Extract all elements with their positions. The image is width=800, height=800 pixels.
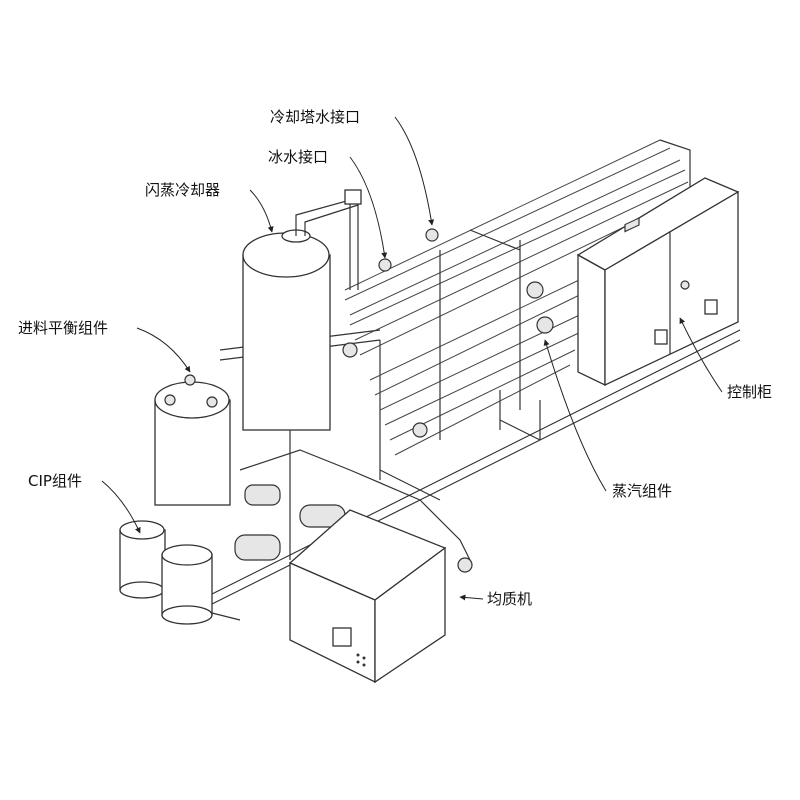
leader-lines xyxy=(101,116,723,601)
label-steam-assembly: 蒸汽组件 xyxy=(612,482,672,500)
chilled-water-valve xyxy=(378,258,392,272)
control-cabinet xyxy=(576,177,740,387)
label-chilled-water-port: 冰水接口 xyxy=(268,148,328,166)
label-cip-assembly: CIP组件 xyxy=(28,472,82,490)
cooling-tower-water-valve xyxy=(425,228,439,242)
steam-valve xyxy=(526,281,544,299)
label-cooling-tower-water-port: 冷却塔水接口 xyxy=(270,108,360,126)
label-feed-balance-assembly: 进料平衡组件 xyxy=(18,319,108,337)
label-flash-cooler: 闪蒸冷却器 xyxy=(145,181,220,199)
heat-exchanger-tube-bundle xyxy=(342,139,691,456)
valve xyxy=(412,422,428,438)
label-control-cabinet: 控制柜 xyxy=(727,383,772,401)
feed-balance-tank xyxy=(154,374,231,506)
pump-motors xyxy=(234,449,473,573)
flash-cooler-tank xyxy=(242,189,362,431)
label-homogenizer: 均质机 xyxy=(487,590,532,608)
homogenizer xyxy=(288,509,447,684)
homogenizer-display xyxy=(332,627,352,647)
valve xyxy=(342,342,358,358)
steam-valve xyxy=(536,316,554,334)
cip-assembly xyxy=(119,520,213,625)
